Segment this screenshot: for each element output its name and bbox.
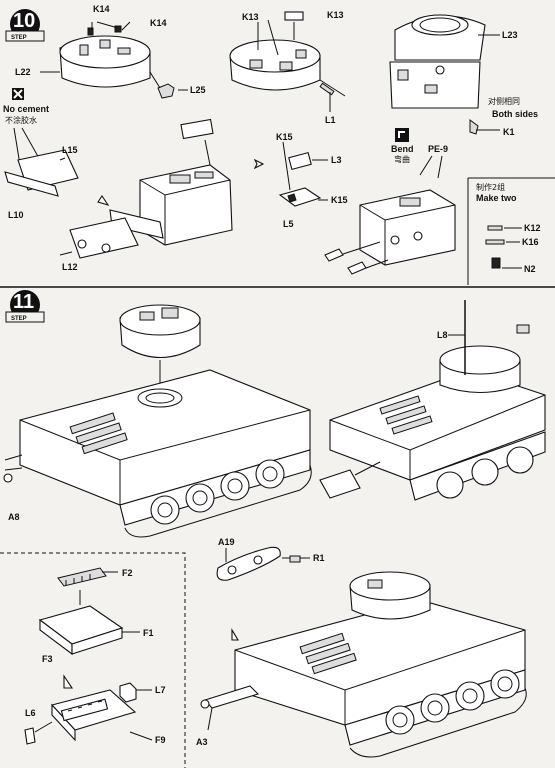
label-n2: N2 xyxy=(524,264,536,274)
label-k14-a: K14 xyxy=(93,4,110,14)
label-l7: L7 xyxy=(155,685,166,695)
label-l25: L25 xyxy=(190,85,206,95)
rear-plate-l15-l10 xyxy=(4,127,79,197)
label-l8: L8 xyxy=(437,330,448,340)
label-k13-b: K13 xyxy=(327,10,344,20)
step-11-number: 11 xyxy=(13,291,34,313)
hollow-arrow-icon xyxy=(253,158,265,170)
note-both-sides-cn: 对侧相同 xyxy=(488,96,520,106)
label-l22: L22 xyxy=(15,67,31,77)
tow-hook-assembly xyxy=(216,546,310,641)
label-k15-b: K15 xyxy=(331,195,348,205)
bend-icon xyxy=(395,128,409,142)
label-k12: K12 xyxy=(524,223,541,233)
label-pe9: PE-9 xyxy=(428,144,448,154)
rear-hull-assembly xyxy=(59,118,233,259)
step-11-word: STEP xyxy=(11,316,27,322)
engine-grilles xyxy=(69,412,128,455)
turret-k13-assembly xyxy=(229,11,346,112)
note-no-cement-cn: 不涂胶水 xyxy=(5,115,37,125)
label-f3: F3 xyxy=(42,654,53,664)
label-l10: L10 xyxy=(8,210,24,220)
label-f9: F9 xyxy=(155,735,166,745)
hollow-arrow-icon xyxy=(63,674,74,689)
step-10-number: 10 xyxy=(13,10,35,32)
turret-shell-l23 xyxy=(389,14,500,135)
road-wheels-left xyxy=(150,459,285,525)
make-two-box: 制作2组 Make two xyxy=(467,177,555,285)
rear-hull-exhaust xyxy=(324,189,456,275)
label-a8: A8 xyxy=(8,512,20,522)
label-l5: L5 xyxy=(283,219,294,229)
note-both-sides-en: Both sides xyxy=(492,109,538,119)
step-10-word: STEP xyxy=(11,35,27,41)
label-l15: L15 xyxy=(62,145,78,155)
label-k13-a: K13 xyxy=(242,12,259,22)
engine-grilles-bottom xyxy=(299,632,357,675)
hollow-arrow-icon xyxy=(231,628,239,641)
tank-hull-bottom xyxy=(200,571,527,758)
hollow-arrow-icon xyxy=(97,195,110,206)
note-make-two-cn: 制作2组 xyxy=(476,182,505,192)
label-l1: L1 xyxy=(325,115,336,125)
note-no-cement-en: No cement xyxy=(3,104,49,114)
label-f2: F2 xyxy=(122,568,133,578)
note-bend-cn: 弯曲 xyxy=(394,154,410,164)
label-l3: L3 xyxy=(331,155,342,165)
tank-hull-right xyxy=(319,300,546,501)
step-10-badge: 10 STEP xyxy=(5,9,45,42)
vent-assembly xyxy=(278,141,328,207)
label-l12: L12 xyxy=(62,262,78,272)
label-k14-b: K14 xyxy=(150,18,167,28)
label-k15-a: K15 xyxy=(276,132,293,142)
box-subassembly xyxy=(24,567,153,745)
step-11-badge: 11 STEP xyxy=(5,290,45,323)
bend-note: Bend 弯曲 xyxy=(391,128,414,164)
label-k16: K16 xyxy=(522,237,539,247)
engine-grilles-right xyxy=(379,395,433,435)
label-a3: A3 xyxy=(196,737,208,747)
label-a19: A19 xyxy=(218,537,235,547)
no-cement-note: No cement 不涂胶水 xyxy=(3,88,49,125)
note-make-two-en: Make two xyxy=(476,193,517,203)
label-l6: L6 xyxy=(25,708,36,718)
tank-hull-left xyxy=(3,304,312,538)
label-k1: K1 xyxy=(503,127,515,137)
note-bend-en: Bend xyxy=(391,144,414,154)
label-f1: F1 xyxy=(143,628,154,638)
label-r1: R1 xyxy=(313,553,325,563)
turret-hatch-assembly xyxy=(40,21,188,99)
label-l23: L23 xyxy=(502,30,518,40)
